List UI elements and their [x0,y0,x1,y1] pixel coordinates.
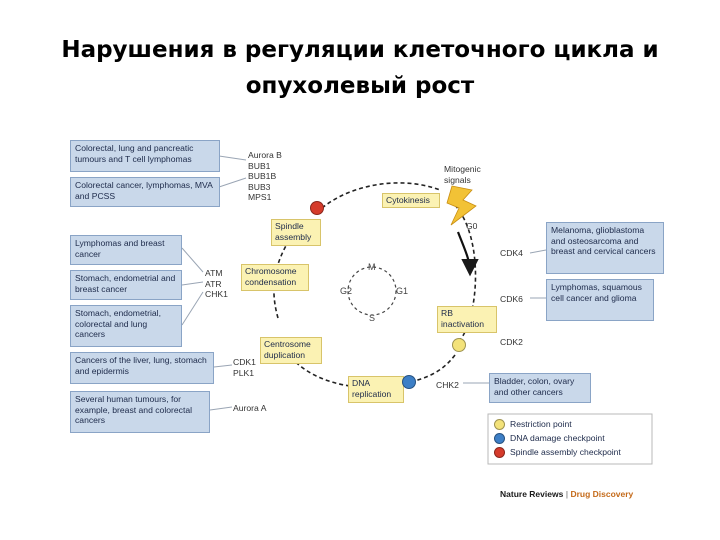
credit-line: Nature Reviews | Drug Discovery [500,489,633,499]
legend-spindle-dot [494,447,505,458]
step-cytokinesis: Cytokinesis [382,193,440,208]
credit-publisher: Nature Reviews [500,489,564,499]
title-line-2: опухолевый рост [245,73,475,99]
step-dna-replication: DNA replication [348,376,404,403]
gene-label-cdk1-group: CDK1 PLK1 [233,357,256,378]
cancer-box-liver-lung: Cancers of the liver, lung, stomach and … [70,352,214,384]
step-spindle-assembly: Spindle assembly [271,219,321,246]
gene-label-cdk6: CDK6 [500,294,523,304]
cancer-box-stomach-endometrial-breast: Stomach, endometrial and breast cancer [70,270,182,300]
cancer-box-melanoma: Melanoma, glioblastoma and osteosarcoma … [546,222,664,274]
legend-restriction-dot [494,419,505,430]
gene-label-atm-group: ATM ATR CHK1 [205,268,228,300]
credit-journal: Drug Discovery [570,489,634,499]
outer-cycle-arc [273,182,477,387]
legend-dna-label: DNA damage checkpoint [510,433,605,443]
cancer-box-colorectal-lymphomas: Colorectal cancer, lymphomas, MVA and PC… [70,177,220,207]
cancer-box-lymphomas-breast: Lymphomas and breast cancer [70,235,182,265]
cancer-box-lymphomas-squamous: Lymphomas, squamous cell cancer and glio… [546,279,654,321]
step-centrosome-duplication: Centrosome duplication [260,337,322,364]
cancer-box-colorectal-lung: Colorectal, lung and pancreatic tumours … [70,140,220,172]
dna-damage-checkpoint-dot [402,375,416,389]
inner-cycle [347,266,397,316]
lightning-icon [446,185,477,226]
g0-to-rb-arrow [456,231,479,277]
gene-label-chk2: CHK2 [436,380,459,390]
legend-frame [487,413,653,465]
slide-title: Нарушения в регуляции клеточного цикла и… [0,32,720,104]
cancer-box-stomach-colorectal-lung: Stomach, endometrial, colorectal and lun… [70,305,182,347]
phase-g1: G1 [396,286,409,296]
legend-restriction-label: Restriction point [510,419,572,429]
mitogenic-signals-label: Mitogenic signals [444,164,481,185]
credit-separator: | [565,489,569,499]
phase-g2: G2 [340,286,353,296]
phase-s: S [369,313,376,323]
step-chromosome-condensation: Chromosome condensation [241,264,309,291]
restriction-point-dot [452,338,466,352]
title-line-1: Нарушения в регуляции клеточного цикла и [61,37,659,63]
cancer-box-several-tumours: Several human tumours, for example, brea… [70,391,210,433]
legend-dna-dot [494,433,505,444]
spindle-checkpoint-dot [310,201,324,215]
gene-label-aurora-a: Aurora A [233,403,267,413]
gene-label-aurora-group: Aurora B BUB1 BUB1B BUB3 MPS1 [248,150,282,203]
gene-label-cdk4: CDK4 [500,248,523,258]
step-rb-inactivation: RB inactivation [437,306,497,333]
connector-lines [181,155,547,411]
legend-spindle-label: Spindle assembly checkpoint [510,447,621,457]
g0-label: G0 [466,221,478,231]
gene-label-cdk2: CDK2 [500,337,523,347]
phase-m: M [368,262,376,272]
cancer-box-bladder-colon: Bladder, colon, ovary and other cancers [489,373,591,403]
